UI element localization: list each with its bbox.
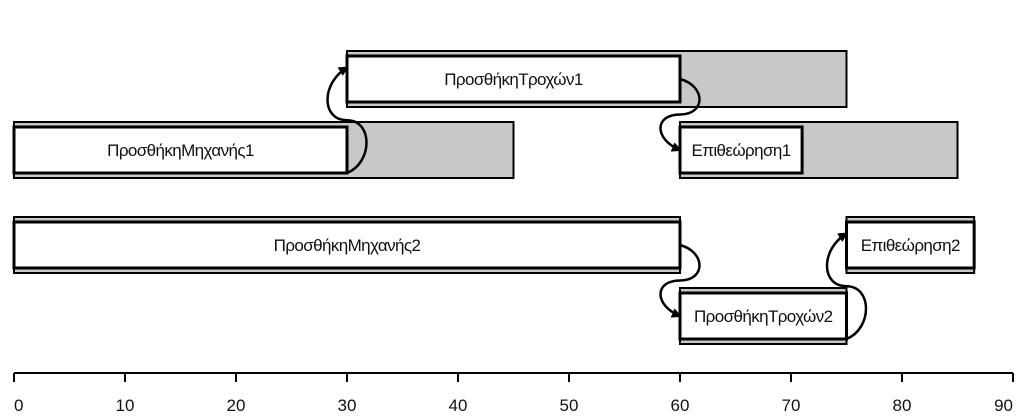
task-bar <box>12 220 682 270</box>
arrows-layer <box>326 66 868 341</box>
task-label: ΠροσθήκηΜηχανής2 <box>274 236 421 255</box>
task-label: ΠροσθήκηΤροχών1 <box>444 70 583 89</box>
time-axis: 0 10 20 30 40 50 60 70 80 90 <box>13 372 1014 415</box>
tick-label: 80 <box>893 396 912 415</box>
tick-label: 20 <box>227 396 246 415</box>
task-label: Επιθεώρηση1 <box>692 141 791 160</box>
tick-label: 30 <box>338 396 357 415</box>
precedence-arrow <box>825 232 868 341</box>
precedence-arrow <box>659 243 701 318</box>
bars-layer: ΠροσθήκηΜηχανής1 ΠροσθήκηΤροχών1Επιθεώρησ… <box>12 50 976 345</box>
task-bar <box>678 291 848 341</box>
precedence-arrow <box>659 77 701 152</box>
tick-label: 50 <box>560 396 579 415</box>
task-bar <box>12 125 349 175</box>
task-bar <box>845 220 976 270</box>
tick-label: 0 <box>14 396 23 415</box>
tick-label: 70 <box>782 396 801 415</box>
precedence-arrow <box>326 66 368 175</box>
tick-label: 90 <box>994 396 1013 415</box>
tick-label: 10 <box>116 396 135 415</box>
tick-label: 60 <box>671 396 690 415</box>
task-label: ΠροσθήκηΤροχών2 <box>694 307 833 326</box>
tick-label: 40 <box>449 396 468 415</box>
task-label: ΠροσθήκηΜηχανής1 <box>107 141 254 160</box>
task-label: Επιθεώρηση2 <box>861 236 960 255</box>
